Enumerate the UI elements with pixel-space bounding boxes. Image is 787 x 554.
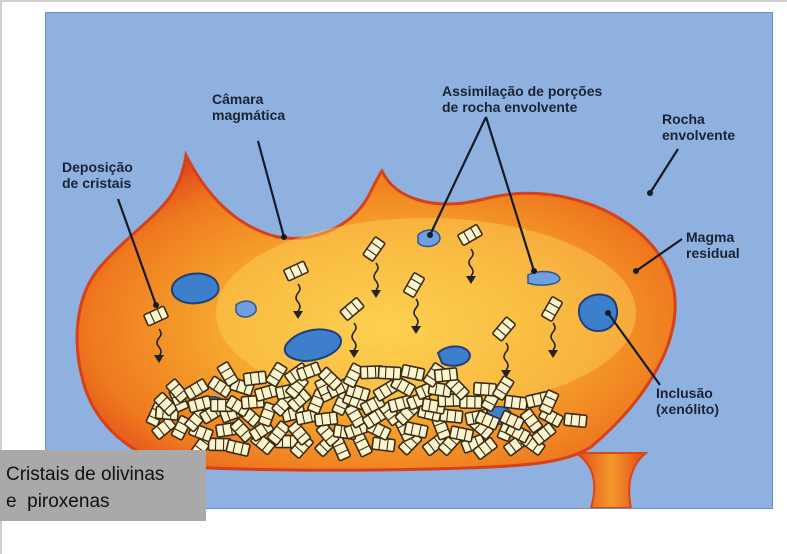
- settling-crystal: [491, 315, 517, 378]
- diagram-illustration: [46, 13, 772, 508]
- settling-crystal: [361, 235, 387, 298]
- xenolith: [235, 300, 257, 318]
- settling-crystal: [282, 260, 310, 319]
- label-camara-line-1: Câmara: [212, 91, 264, 107]
- xenolith: [436, 345, 472, 367]
- xenolith: [417, 229, 441, 248]
- label-camara-line-2: magmática: [212, 107, 286, 123]
- label-inclusao-line-1: Inclusão: [656, 385, 713, 401]
- leader-line-assimilacao-left: [429, 116, 487, 236]
- leader-dots: [153, 190, 653, 316]
- settling-crystal: [540, 295, 564, 358]
- settling-crystal: [456, 223, 484, 284]
- xenolith: [527, 270, 561, 286]
- cumulate-crystal: [563, 412, 588, 429]
- left-border-line: [0, 0, 2, 554]
- caption-box: Cristais de olivinas e piroxenas: [0, 450, 206, 521]
- label-rocha-envolvente: Rocha envolvente: [662, 111, 735, 143]
- top-border-line: [0, 0, 787, 2]
- leader-line-rocha: [649, 148, 679, 194]
- label-magma-residual: Magma residual: [686, 229, 740, 261]
- leader-line-camara: [256, 140, 286, 238]
- caption-line-1: Cristais de olivinas: [6, 464, 165, 485]
- settling-crystal: [402, 271, 426, 334]
- label-camara-magmatica: Câmara magmática: [212, 91, 285, 123]
- label-assimilacao: Assimilação de porções de rocha envolven…: [442, 83, 602, 115]
- label-rocha-line-1: Rocha: [662, 111, 705, 127]
- xenolith: [283, 328, 342, 363]
- label-deposicao-line-2: de cristais: [62, 175, 132, 191]
- label-magma-line-1: Magma: [686, 229, 735, 245]
- xenolith: [170, 272, 220, 305]
- xenolith-inclusion: [578, 293, 618, 333]
- label-magma-line-2: residual: [686, 245, 740, 261]
- leader-lines: [116, 116, 683, 386]
- label-inclusao-xenolito: Inclusão (xenólito): [656, 385, 719, 417]
- cumulate-crystal: [433, 366, 459, 383]
- caption-line-2: e piroxenas: [6, 491, 110, 512]
- residual-magma-zone: [216, 218, 636, 408]
- cumulate-crystal: [242, 370, 268, 387]
- settling-crystal: [338, 296, 366, 358]
- leader-line-deposicao: [116, 198, 158, 306]
- cumulate-crystal: [377, 365, 402, 381]
- leader-line-assimilacao-right: [484, 116, 536, 272]
- label-deposicao-de-cristais: Deposição de cristais: [62, 159, 133, 191]
- label-rocha-line-2: envolvente: [662, 127, 736, 143]
- settling-crystal: [142, 305, 170, 363]
- label-assimilacao-line-2: de rocha envolvente: [442, 99, 578, 115]
- magma-chamber-diagram: Câmara magmática Assimilação de porções …: [45, 12, 773, 509]
- leader-line-magma: [635, 238, 683, 272]
- label-assimilacao-line-1: Assimilação de porções: [442, 83, 603, 99]
- label-deposicao-line-1: Deposição: [62, 159, 133, 175]
- label-inclusao-line-2: (xenólito): [656, 401, 719, 417]
- magma-conduit: [572, 452, 649, 508]
- leader-line-inclusao: [607, 312, 661, 386]
- cumulate-crystal: [503, 394, 529, 411]
